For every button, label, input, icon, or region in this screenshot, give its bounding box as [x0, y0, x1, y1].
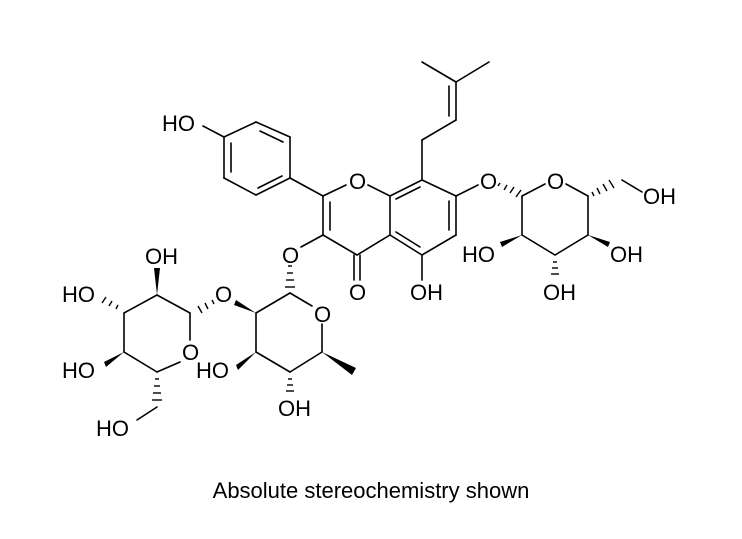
glucose-terminal — [101, 268, 215, 421]
hydroxyphenyl-ring — [202, 121, 324, 197]
atom-labels: HO O O OH O O O OH HO OH OH O HO OH O OH… — [62, 111, 676, 441]
ring-o1-label: O — [349, 169, 366, 194]
glc-c4-oh-label: HO — [62, 358, 95, 383]
c7-o-label: O — [480, 169, 497, 194]
chromenone-core — [300, 179, 479, 281]
glucose-7-O — [497, 179, 643, 275]
prenyl-chain — [421, 61, 490, 181]
glc-ring-o-label: O — [182, 340, 199, 365]
glc7-c4-oh-label: OH — [610, 242, 643, 267]
glc7-ring-o-label: O — [547, 169, 564, 194]
link-o-label: O — [215, 282, 232, 307]
c5-oh-label: OH — [410, 280, 443, 305]
glc-c2-oh-label: OH — [145, 244, 178, 269]
glc-c3-oh-label: HO — [62, 282, 95, 307]
ketone-o-label: O — [349, 280, 366, 305]
c3-o-label: O — [282, 243, 299, 268]
stereochemistry-caption: Absolute stereochemistry shown — [212, 478, 530, 503]
rhamnose-3-O — [234, 265, 356, 392]
rha-c4-oh-label: OH — [278, 396, 311, 421]
glc7-c2-oh-label: HO — [462, 242, 495, 267]
glc-ch2oh-label: HO — [96, 416, 129, 441]
phenol-oh-label: HO — [162, 111, 195, 136]
rha-c3-oh-label: HO — [196, 358, 229, 383]
glc7-c3-oh-label: OH — [543, 280, 576, 305]
rha-ring-o-label: O — [314, 302, 331, 327]
glc7-ch2oh-label: OH — [643, 184, 676, 209]
